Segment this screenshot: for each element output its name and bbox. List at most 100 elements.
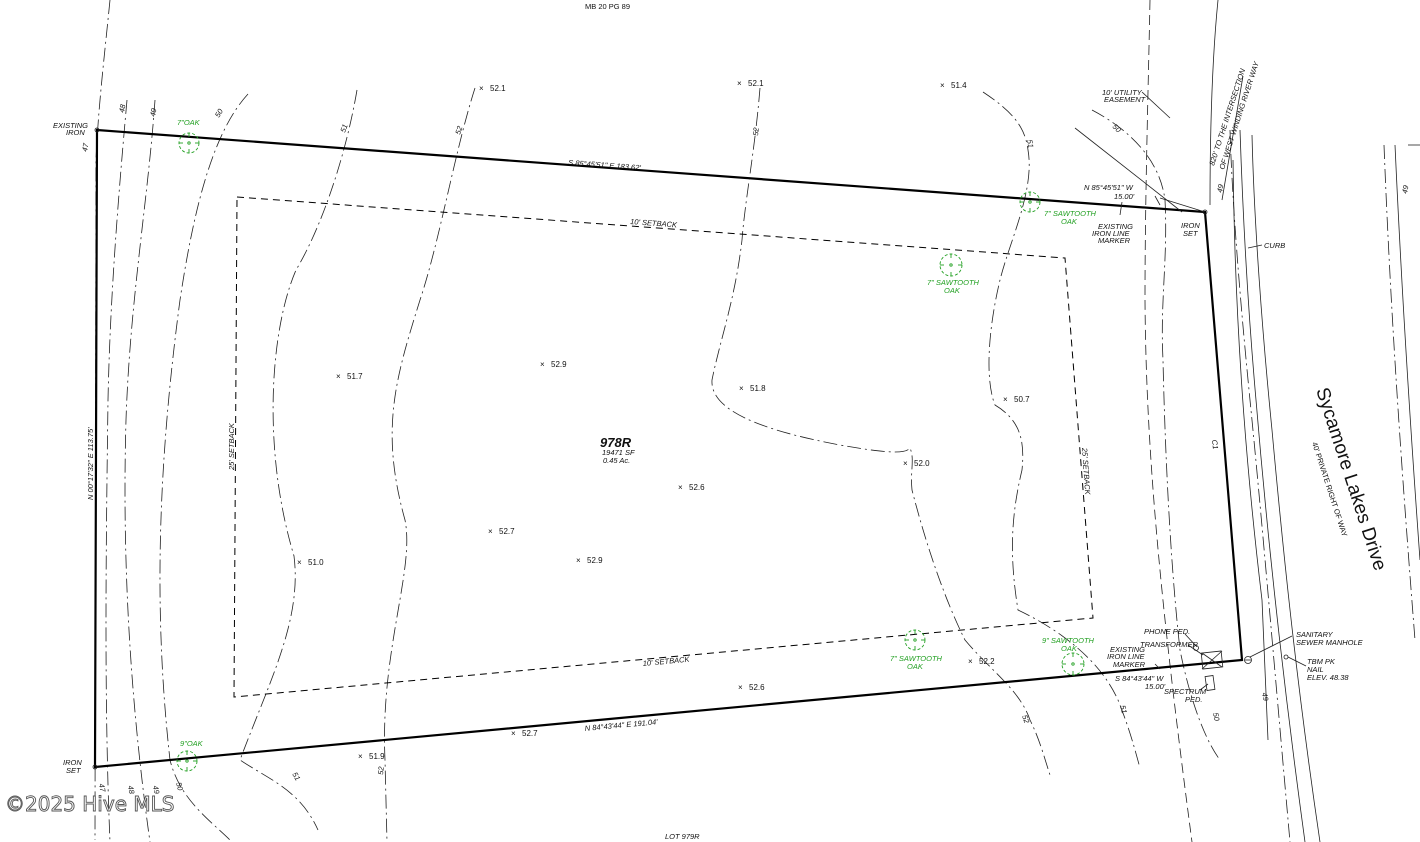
contour-label: 50	[1211, 712, 1221, 723]
watermark: ©2025 Hive MLS	[5, 792, 174, 816]
spot-elevations: × 52.1 × 52.1 × 51.4 × 51.7 × 52.9 × 51.8 × 50.…	[297, 79, 1030, 761]
spot-elevation: ×	[739, 384, 744, 393]
contour-label: 50	[174, 781, 185, 792]
spot-value: 51.8	[750, 384, 766, 393]
spot-elevation: ×	[968, 657, 973, 666]
iron-set-sw-2: SET	[66, 766, 82, 775]
tbm-2: NAIL	[1307, 665, 1324, 674]
contour-label: 49	[151, 785, 161, 796]
property-boundary	[93, 128, 1244, 769]
tree-icon	[904, 629, 926, 651]
tree-label-1: 7"OAK	[177, 118, 201, 127]
tree-label-3b: OAK	[944, 286, 961, 295]
curb-label: CURB	[1264, 241, 1285, 250]
spot-elevation: ×	[479, 84, 484, 93]
setback-line	[233, 196, 1094, 698]
easement-note-1: 10' UTILITY	[1102, 88, 1143, 97]
contour-label: 52	[751, 126, 761, 136]
easement-note-2: EASEMENT	[1104, 95, 1147, 104]
spot-value: 52.1	[490, 84, 506, 93]
spot-elevation: ×	[488, 527, 493, 536]
spot-elevation: ×	[738, 683, 743, 692]
trees: 7"OAK 7" SAWTOOTH OAK 7" SAWTOOTH OAK 7"…	[176, 118, 1097, 772]
contour-label: 49	[148, 107, 158, 118]
ne-marker-3: MARKER	[1098, 236, 1131, 245]
transformer-label: TRANSFORMER	[1140, 640, 1199, 649]
spot-value: 52.9	[587, 556, 603, 565]
contour-label: 48	[126, 785, 136, 796]
spot-value: 52.7	[522, 729, 538, 738]
spot-value: 51.7	[347, 372, 363, 381]
tbm-3: ELEV. 48.38	[1307, 673, 1349, 682]
contour-label: 52	[376, 765, 386, 775]
spot-value: 51.4	[951, 81, 967, 90]
spectrum-ped-2: PED.	[1185, 695, 1203, 704]
contour-label: 47	[97, 783, 107, 794]
lot-number: 978R	[600, 435, 632, 450]
spot-value: 52.9	[551, 360, 567, 369]
contour-label: 49	[1215, 183, 1225, 194]
contour-label: 47	[80, 142, 90, 153]
contour-label: 48	[117, 103, 127, 114]
ne-bearing: N 85°45'51" W	[1084, 183, 1134, 192]
se-bearing: S 84°43'44" W	[1115, 674, 1164, 683]
iron-set-ne-1: IRON	[1181, 221, 1200, 230]
tree-label-5b: OAK	[1061, 644, 1078, 653]
tree-label-4a: 7" SAWTOOTH	[890, 654, 943, 663]
spot-value: 52.6	[689, 483, 705, 492]
north-line-bearing: S 85°45'51" E 183.62'	[568, 158, 642, 172]
spot-elevation: ×	[576, 556, 581, 565]
spot-elevation: ×	[678, 483, 683, 492]
contour-label: 50	[1111, 122, 1124, 135]
spot-elevation: ×	[358, 752, 363, 761]
se-distance: 15.00'	[1145, 682, 1166, 691]
adjacent-lot-label: LOT 979R	[665, 832, 700, 841]
spot-value: 52.1	[748, 79, 764, 88]
contour-label: 51	[290, 771, 302, 783]
spot-elevation: ×	[511, 729, 516, 738]
se-marker-3: MARKER	[1113, 660, 1146, 669]
tree-label-2a: 7" SAWTOOTH	[1044, 209, 1097, 218]
tree-label-2b: OAK	[1061, 217, 1078, 226]
tree-label-6: 9"OAK	[180, 739, 204, 748]
contour-label: 49	[1400, 184, 1410, 195]
se-marker-1: EXISTING	[1110, 645, 1145, 654]
lot-area-ac: 0.45 Ac.	[603, 456, 630, 465]
iron-set-sw-1: IRON	[63, 758, 82, 767]
lot-area-sf: 19471 SF	[602, 448, 635, 457]
existing-iron-1: EXISTING	[53, 121, 88, 130]
tree-label-5a: 9" SAWTOOTH	[1042, 636, 1095, 645]
spot-value: 51.0	[308, 558, 324, 567]
contour-label: 51	[338, 123, 349, 134]
tree-icon	[939, 253, 963, 277]
spot-value: 52.0	[914, 459, 930, 468]
spot-value: 52.6	[749, 683, 765, 692]
tree-icon	[178, 132, 200, 154]
tbm-1: TBM PK	[1307, 657, 1336, 666]
spot-elevation: ×	[336, 372, 341, 381]
existing-iron-2: IRON	[66, 128, 85, 137]
contour-label: 49	[1260, 692, 1270, 703]
ne-marker-1: EXISTING	[1098, 222, 1133, 231]
contour-label: 52	[1020, 714, 1032, 726]
road-lines	[1209, 0, 1420, 842]
contour-labels: 47 48 49 50 51 52 52 51 50 49 49 47 48 4…	[80, 103, 1410, 796]
west-line-bearing: N 00°17'32" E 113.75'	[86, 427, 95, 500]
contour-label: 51	[1118, 704, 1129, 714]
right-setback-label: 25' SETBACK	[1080, 447, 1092, 496]
spot-elevation: ×	[540, 360, 545, 369]
spot-elevation: ×	[737, 79, 742, 88]
ne-distance: 15.00'	[1114, 192, 1135, 201]
spot-value: 50.7	[1014, 395, 1030, 404]
phone-ped-label: PHONE PED.	[1144, 627, 1190, 636]
ne-marker-2: IRON LINE	[1092, 229, 1131, 238]
manhole-2: SEWER MANHOLE	[1296, 638, 1364, 647]
tree-icon	[176, 750, 198, 772]
spot-value: 52.2	[979, 657, 995, 666]
spot-elevation: ×	[940, 81, 945, 90]
notes: 820' TO THE INTERSECTION OF WEST WINDING…	[53, 59, 1364, 841]
spot-value: 52.7	[499, 527, 515, 536]
contour-label: 51	[1025, 139, 1035, 149]
east-curve-label: C1	[1210, 439, 1220, 449]
